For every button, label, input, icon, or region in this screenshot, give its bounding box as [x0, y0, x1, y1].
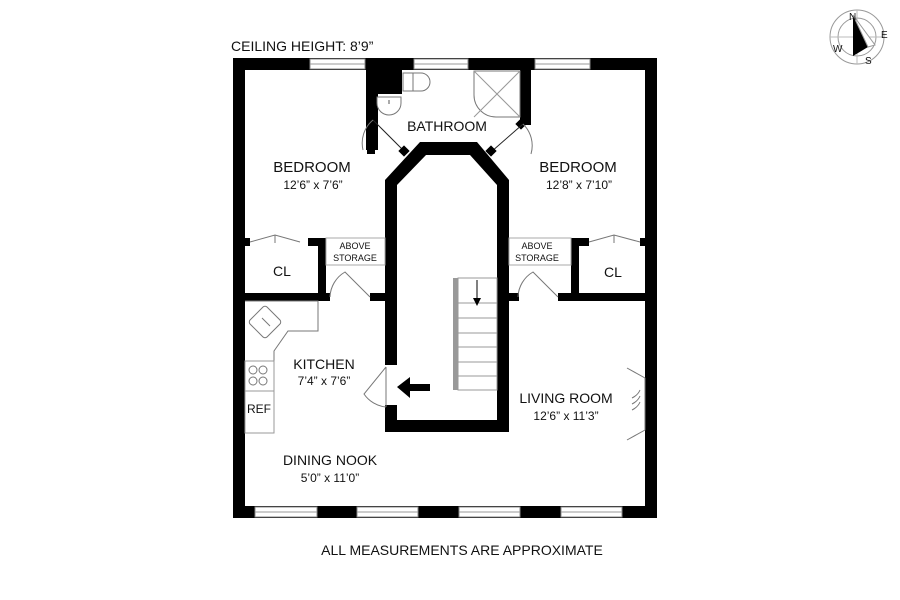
storage-right-line2: STORAGE — [515, 253, 559, 263]
compass-e: E — [881, 30, 888, 41]
windows — [254, 58, 623, 518]
hall-door — [363, 366, 387, 408]
bathroom-walls — [366, 58, 531, 154]
closet-walls — [233, 234, 657, 301]
staircase — [453, 277, 498, 391]
living-room-label: LIVING ROOM — [519, 390, 612, 406]
shower-icon — [473, 70, 521, 118]
compass-n: N — [849, 12, 856, 23]
fireplace-icon — [626, 367, 646, 441]
storage-right-line1: ABOVE — [521, 241, 552, 251]
dining-nook-label: DINING NOOK — [283, 452, 378, 468]
toilet-icon — [402, 72, 431, 92]
storage-left-line1: ABOVE — [339, 241, 370, 251]
bedroom-left-label: BEDROOM — [273, 159, 351, 176]
compass-icon: N E S W — [829, 9, 888, 67]
bedroom-left-size: 12’6” x 7’6” — [283, 178, 342, 192]
stair-hall-walls — [385, 142, 509, 432]
closet-right-label: CL — [604, 264, 622, 280]
storage-left-line2: STORAGE — [333, 253, 377, 263]
measurements-note: ALL MEASUREMENTS ARE APPROXIMATE — [321, 542, 603, 558]
bathroom-label: BATHROOM — [407, 118, 487, 134]
sink-icon — [376, 96, 402, 116]
bedroom-right-size: 12’8” x 7’10” — [546, 178, 612, 192]
closet-left-label: CL — [273, 263, 291, 279]
ceiling-height-label: CEILING HEIGHT: 8’9” — [231, 38, 374, 54]
entry-arrow-icon — [397, 377, 430, 398]
bathroom-doors — [361, 119, 533, 155]
kitchen-label: KITCHEN — [293, 356, 354, 372]
bedroom-right-label: BEDROOM — [539, 159, 617, 176]
refrigerator — [244, 390, 275, 434]
dining-nook-size: 5’0” x 11’0” — [301, 471, 359, 485]
compass-w: W — [833, 44, 843, 55]
stove-icon — [244, 360, 275, 392]
living-room-size: 12’6” x 11’3” — [533, 409, 598, 423]
compass-s: S — [865, 56, 872, 67]
kitchen-size: 7’4” x 7’6” — [298, 374, 351, 388]
ref-label: REF — [247, 402, 271, 416]
